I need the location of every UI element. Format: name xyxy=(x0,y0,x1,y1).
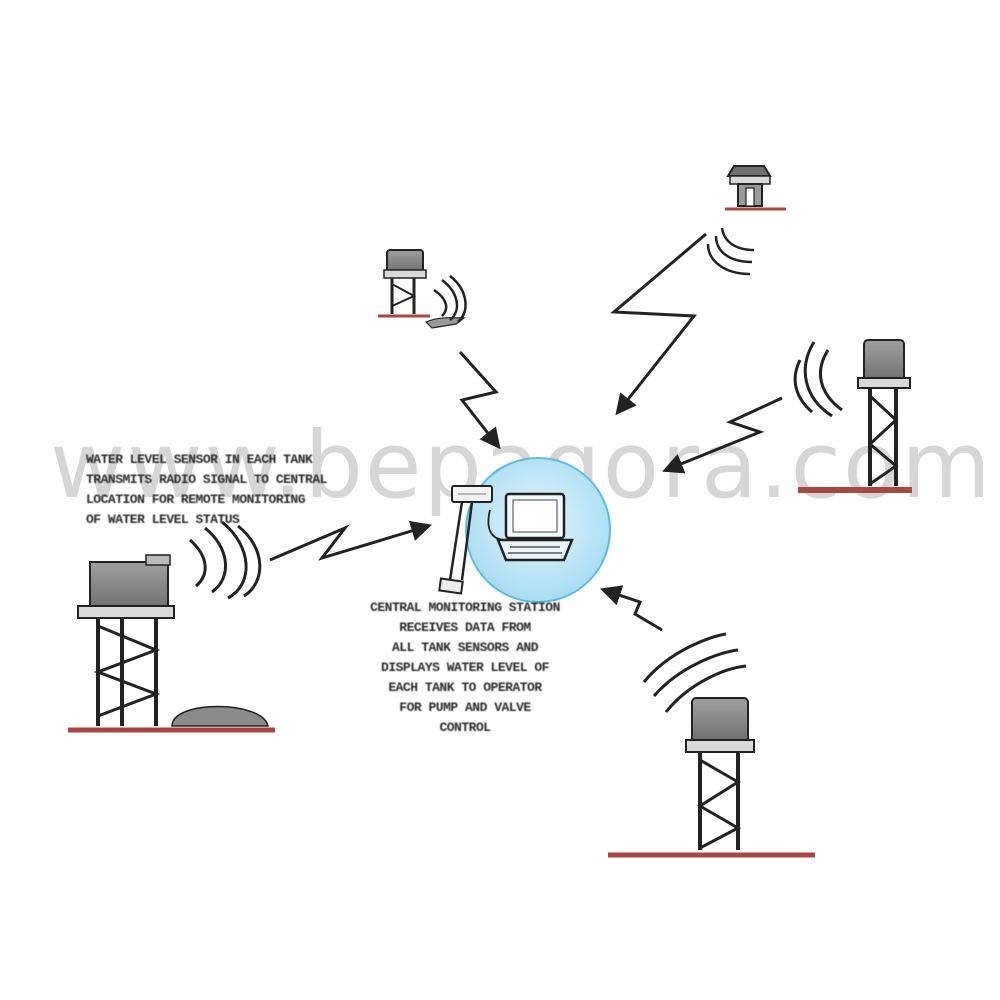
tank-sensor-description: WATER LEVEL SENSOR IN EACH TANK TRANSMIT… xyxy=(86,452,327,527)
lightning-signal-arrow-icon xyxy=(662,396,783,474)
laptop-icon xyxy=(496,492,574,562)
ground-lines xyxy=(68,207,912,858)
water-tower-icon xyxy=(857,339,911,486)
lightning-signal-arrow-icon xyxy=(269,520,433,562)
radio-wave-icon xyxy=(793,341,843,418)
radio-modem-icon xyxy=(451,485,493,503)
water-tower-icon xyxy=(383,249,466,329)
radio-wave-icon xyxy=(433,275,467,323)
water-tower-icon xyxy=(685,697,755,850)
radio-wave-icon xyxy=(706,227,755,276)
water-tower-icon xyxy=(77,554,269,727)
pump-housing xyxy=(171,705,269,727)
radio-wave-icon xyxy=(188,520,262,600)
radio-wave-icon xyxy=(642,632,747,713)
central-station-description: CENTRAL MONITORING STATION RECEIVES DATA… xyxy=(370,600,560,735)
lightning-signal-arrow-icon xyxy=(610,232,707,416)
lightning-signal-arrow-icon xyxy=(600,585,663,632)
central-station xyxy=(438,457,611,603)
lightning-signal-arrow-icon xyxy=(458,350,501,450)
water-tower-icon xyxy=(726,165,772,207)
antenna-icon xyxy=(438,501,507,595)
